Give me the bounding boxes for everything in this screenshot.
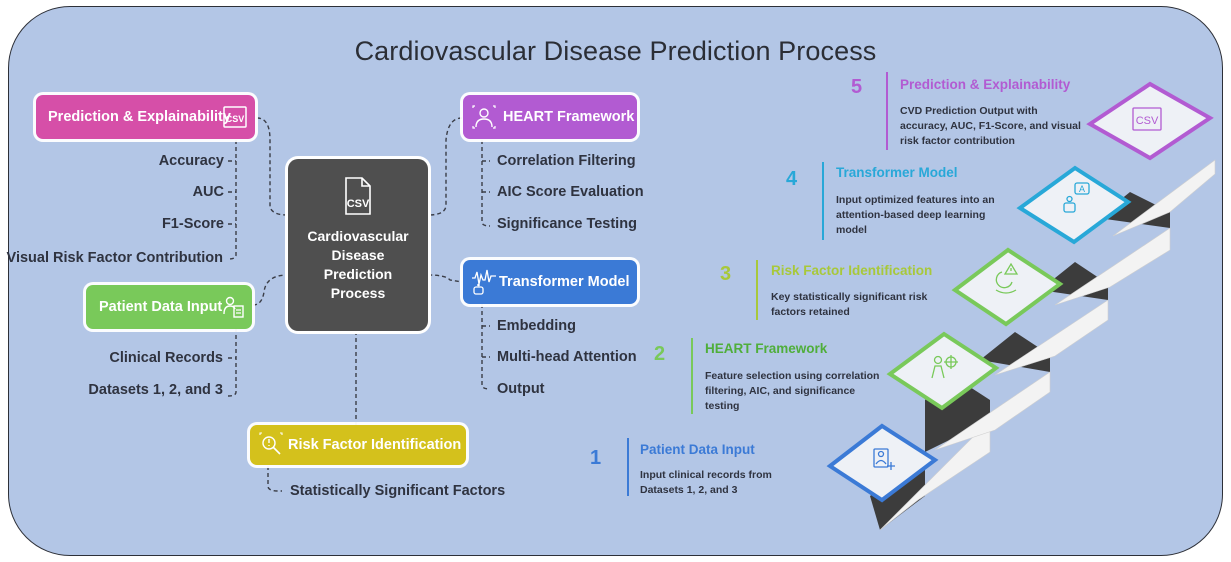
prediction-explainability-box: Prediction & Explainability CSV — [36, 95, 255, 139]
connector-transformer — [427, 274, 463, 283]
patient-data-input-label: Patient Data Input — [99, 299, 223, 315]
prediction-item-visual-risk: Visual Risk Factor Contribution — [6, 250, 223, 266]
prediction-item-f1: F1-Score — [161, 216, 224, 232]
step-1-bar — [627, 438, 629, 496]
step-3-bar — [756, 260, 758, 320]
risk-search-icon — [259, 432, 283, 455]
robot-wave-icon — [472, 269, 496, 295]
stair-face-5 — [1112, 159, 1216, 237]
center-line-2: Disease — [331, 247, 385, 263]
step-4-bar — [822, 162, 824, 240]
step-2-title: HEART Framework — [705, 341, 828, 356]
transformer-model-box: Transformer Model — [463, 260, 637, 304]
heart-item-correlation: Correlation Filtering — [497, 153, 636, 169]
prediction-explainability-label: Prediction & Explainability — [48, 109, 231, 125]
step-4-title: Transformer Model — [836, 165, 958, 180]
svg-text:CSV: CSV — [347, 198, 370, 210]
transformer-model-label: Transformer Model — [499, 274, 630, 290]
center-node: CSV Cardiovascular Disease Prediction Pr… — [288, 159, 428, 331]
person-heart-icon — [472, 105, 496, 129]
step-top-1 — [826, 423, 939, 503]
connector-risk-items — [267, 466, 282, 492]
risk-warning-icon — [995, 262, 1019, 294]
transformer-item-attention: Multi-head Attention — [497, 349, 637, 365]
stair-face-3 — [994, 299, 1109, 376]
step-top-2 — [886, 331, 1000, 411]
transformer-item-embedding: Embedding — [497, 318, 576, 334]
step-3-number: 3 — [720, 263, 732, 285]
step-5-title: Prediction & Explainability — [900, 77, 1071, 92]
risk-factor-identification-label: Risk Factor Identification — [288, 437, 462, 453]
step-5-number: 5 — [851, 76, 863, 98]
connector-prediction — [256, 117, 289, 216]
step-top-4 — [1016, 165, 1132, 245]
connector-patient-items — [227, 328, 237, 397]
stair-face-2 — [934, 371, 1051, 451]
csv-file-icon: CSV — [345, 177, 371, 215]
connector-prediction-items — [227, 140, 237, 260]
transformer-item-output: Output — [497, 381, 545, 397]
center-line-1: Cardiovascular — [307, 228, 409, 244]
csv-file-icon: CSV — [1132, 107, 1162, 131]
heart-item-significance: Significance Testing — [497, 216, 637, 232]
connector-transformer-items — [481, 304, 491, 390]
step-1-number: 1 — [590, 447, 602, 469]
heart-framework-box: HEART Framework — [463, 95, 637, 139]
risk-factor-identification-box: Risk Factor Identification — [250, 425, 466, 465]
patient-data-input-box: Patient Data Input — [86, 285, 252, 329]
heart-framework-label: HEART Framework — [503, 109, 635, 125]
step-1-title: Patient Data Input — [640, 442, 755, 457]
patient-item-clinical-records: Clinical Records — [109, 350, 223, 366]
stair-face-1 — [879, 419, 991, 531]
step-4-number: 4 — [786, 168, 798, 190]
step-top-5 — [1086, 81, 1214, 161]
patient-record-icon — [223, 296, 244, 318]
csv-file-icon: CSV — [223, 106, 247, 128]
prediction-item-accuracy: Accuracy — [158, 153, 224, 169]
heart-item-aic: AIC Score Evaluation — [497, 184, 644, 200]
patient-record-icon — [873, 448, 895, 470]
step-2-number: 2 — [654, 343, 666, 365]
svg-text:CSV: CSV — [1136, 115, 1159, 127]
person-target-icon — [931, 355, 958, 379]
center-line-3: Prediction — [323, 266, 393, 282]
step-2-bar — [691, 338, 693, 414]
diagram-title: Cardiovascular Disease Prediction Proces… — [354, 36, 877, 66]
robot-chat-icon: A — [1063, 182, 1090, 213]
svg-text:A: A — [1079, 184, 1085, 194]
step-5-bar — [886, 72, 888, 150]
patient-item-datasets: Datasets 1, 2, and 3 — [88, 382, 223, 398]
center-line-4: Process — [330, 285, 386, 301]
connector-heart-items — [481, 140, 491, 227]
svg-text:CSV: CSV — [226, 114, 245, 124]
risk-item-significant-factors: Statistically Significant Factors — [290, 483, 506, 499]
connector-heart — [427, 117, 463, 216]
prediction-item-auc: AUC — [192, 184, 224, 200]
step-3-title: Risk Factor Identification — [771, 263, 933, 278]
stair-face-4 — [1054, 227, 1171, 306]
